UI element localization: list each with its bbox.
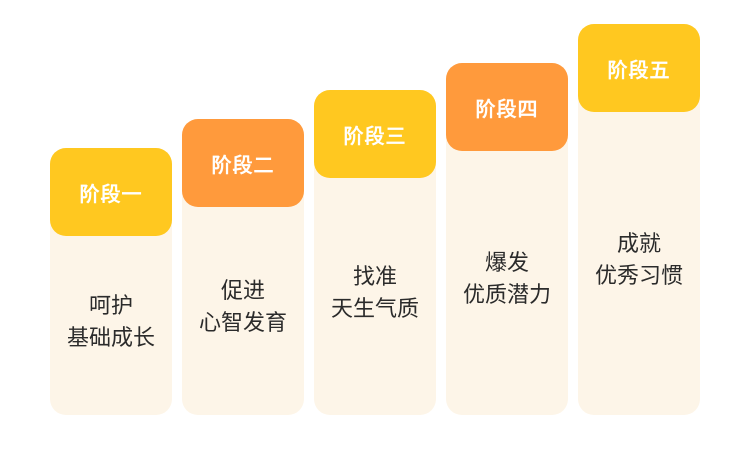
stage-card-1: 阶段一 呵护 基础成长: [50, 148, 172, 415]
stage-description-line: 天生气质: [330, 296, 419, 322]
stage-card-3: 阶段三 找准 天生气质: [314, 90, 436, 415]
stage-label-3: 阶段三: [314, 90, 436, 178]
stage-description-4: 爆发 优质潜力: [446, 151, 568, 415]
stage-description-line: 爆发: [484, 251, 529, 276]
stage-card-2: 阶段二 促进 心智发育: [182, 119, 304, 415]
stage-label-5: 阶段五: [578, 24, 700, 112]
stage-label-2: 阶段二: [182, 119, 304, 207]
stage-description-2: 促进 心智发育: [182, 207, 304, 415]
stage-label-1: 阶段一: [50, 148, 172, 236]
stage-card-5: 阶段五 成就 优秀习惯: [578, 24, 700, 415]
stage-description-3: 找准 天生气质: [314, 178, 436, 415]
stage-description-5: 成就 优秀习惯: [578, 112, 700, 415]
stage-description-line: 成就: [616, 231, 661, 257]
stage-description-line: 优质潜力: [462, 283, 551, 308]
stage-description-line: 心智发育: [198, 311, 287, 336]
stage-description-1: 呵护 基础成长: [50, 236, 172, 415]
stage-description-line: 找准: [352, 264, 397, 290]
stage-description-line: 优秀习惯: [594, 263, 683, 289]
stage-label-4: 阶段四: [446, 63, 568, 151]
stage-card-4: 阶段四 爆发 优质潜力: [446, 63, 568, 415]
stage-description-line: 促进: [220, 279, 265, 304]
stage-description-line: 呵护: [88, 293, 133, 319]
stage-description-line: 基础成长: [66, 325, 155, 351]
